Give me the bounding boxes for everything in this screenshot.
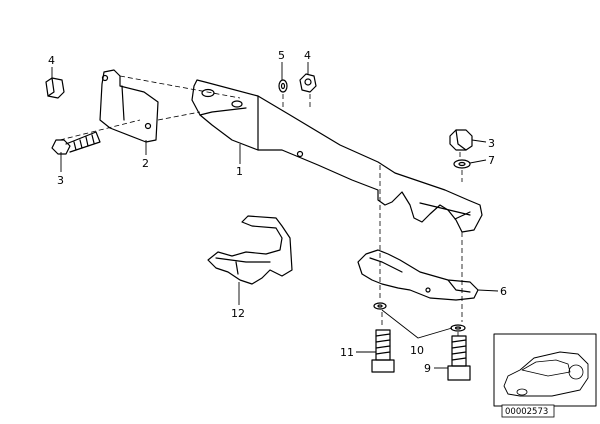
plate-part bbox=[99, 69, 159, 143]
washer-part-lower bbox=[373, 302, 466, 332]
callout-1: 1 bbox=[236, 165, 243, 178]
callout-3-left: 3 bbox=[57, 174, 64, 187]
callout-9: 9 bbox=[424, 362, 431, 375]
leader-7 bbox=[469, 159, 487, 164]
washer-part-top bbox=[278, 79, 288, 93]
clip-bracket-part bbox=[207, 215, 293, 285]
callout-12: 12 bbox=[231, 307, 245, 320]
nut-part-top bbox=[299, 73, 317, 93]
callout-11: 11 bbox=[340, 346, 354, 359]
main-bracket-part bbox=[191, 79, 483, 233]
callout-3-right: 3 bbox=[488, 137, 495, 150]
nut-part-left bbox=[45, 77, 65, 99]
bolt-part-right bbox=[447, 335, 471, 381]
callout-4-top: 4 bbox=[304, 49, 311, 62]
leader-10 bbox=[381, 309, 453, 339]
callout-5: 5 bbox=[278, 49, 285, 62]
callout-2: 2 bbox=[142, 157, 149, 170]
reference-number: 00002573 bbox=[505, 407, 548, 417]
vehicle-thumbnail bbox=[493, 333, 597, 407]
washer-part-right bbox=[453, 159, 471, 169]
callout-10: 10 bbox=[410, 344, 424, 357]
callout-7: 7 bbox=[488, 154, 495, 167]
callout-4-left: 4 bbox=[48, 54, 55, 67]
lower-bracket-part bbox=[357, 249, 479, 301]
bolt-part-lower bbox=[371, 329, 395, 373]
leader-3-right bbox=[471, 139, 487, 143]
nut-part-right bbox=[449, 129, 473, 151]
bolt-part-left bbox=[51, 131, 101, 155]
callout-6: 6 bbox=[500, 285, 507, 298]
leader-6 bbox=[477, 289, 499, 292]
